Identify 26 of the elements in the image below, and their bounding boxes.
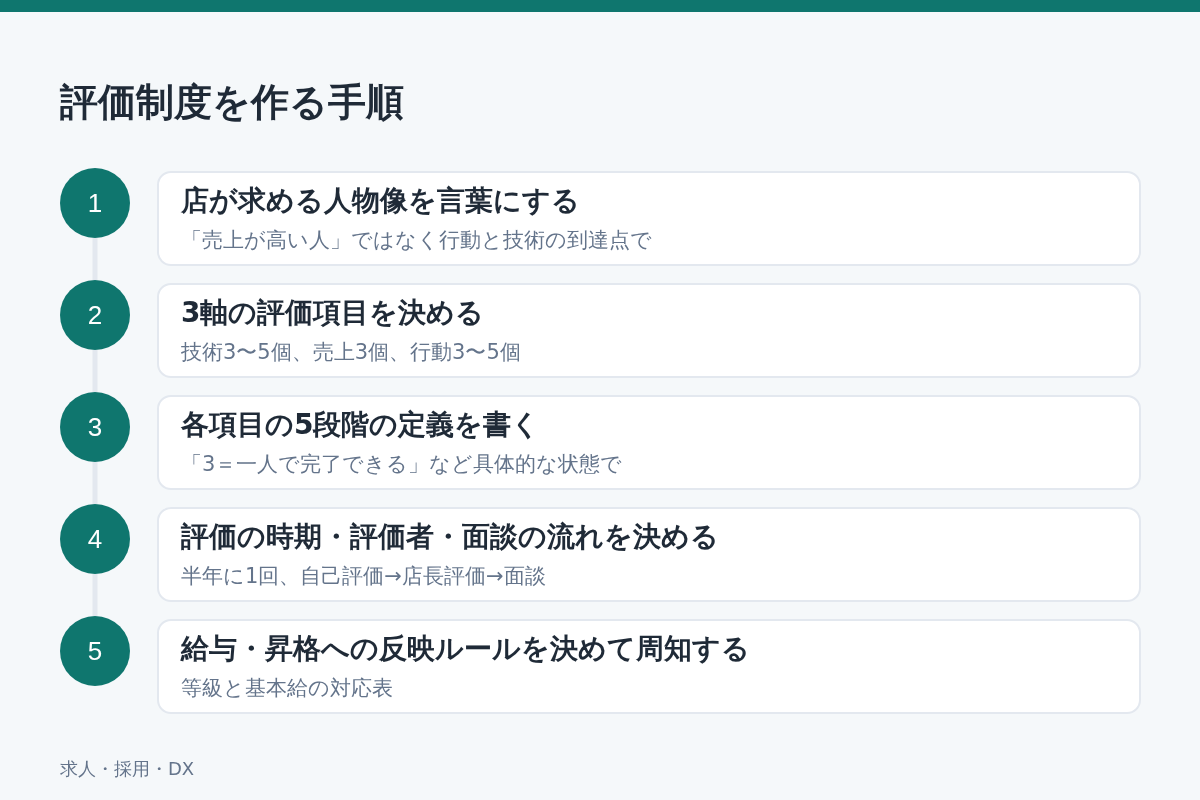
step-title: 評価の時期・評価者・面談の流れを決める: [181, 519, 719, 555]
timeline-line: [92, 350, 98, 392]
timeline-line: [92, 574, 98, 616]
step-title: 各項目の5段階の定義を書く: [181, 407, 541, 443]
step-number: 3: [87, 414, 103, 440]
step-card: [157, 395, 1141, 490]
step-title: 店が求める人物像を言葉にする: [181, 183, 580, 219]
step-card: [157, 171, 1141, 266]
diagram-title: 評価制度を作る手順: [60, 80, 404, 126]
step-card: [157, 283, 1141, 378]
step-description: 半年に1回、自己評価→店長評価→面談: [181, 563, 546, 590]
footer-tagline: 求人・採用・DX: [60, 758, 195, 780]
step-description: 等級と基本給の対応表: [181, 675, 393, 702]
step-number: 5: [87, 638, 103, 664]
timeline-line: [92, 238, 98, 280]
step-title: 3軸の評価項目を決める: [181, 295, 485, 331]
step-number: 1: [87, 190, 103, 216]
step-description: 技術3〜5個、売上3個、行動3〜5個: [181, 339, 521, 366]
step-card: [157, 507, 1141, 602]
step-title: 給与・昇格への反映ルールを決めて周知する: [181, 631, 750, 667]
step-card: [157, 619, 1141, 714]
step-number: 2: [87, 302, 103, 328]
timeline-line: [92, 462, 98, 504]
step-description: 「売上が高い人」ではなく行動と技術の到達点で: [181, 227, 652, 254]
step-description: 「3＝一人で完了できる」など具体的な状態で: [181, 451, 623, 478]
step-number: 4: [87, 526, 103, 552]
